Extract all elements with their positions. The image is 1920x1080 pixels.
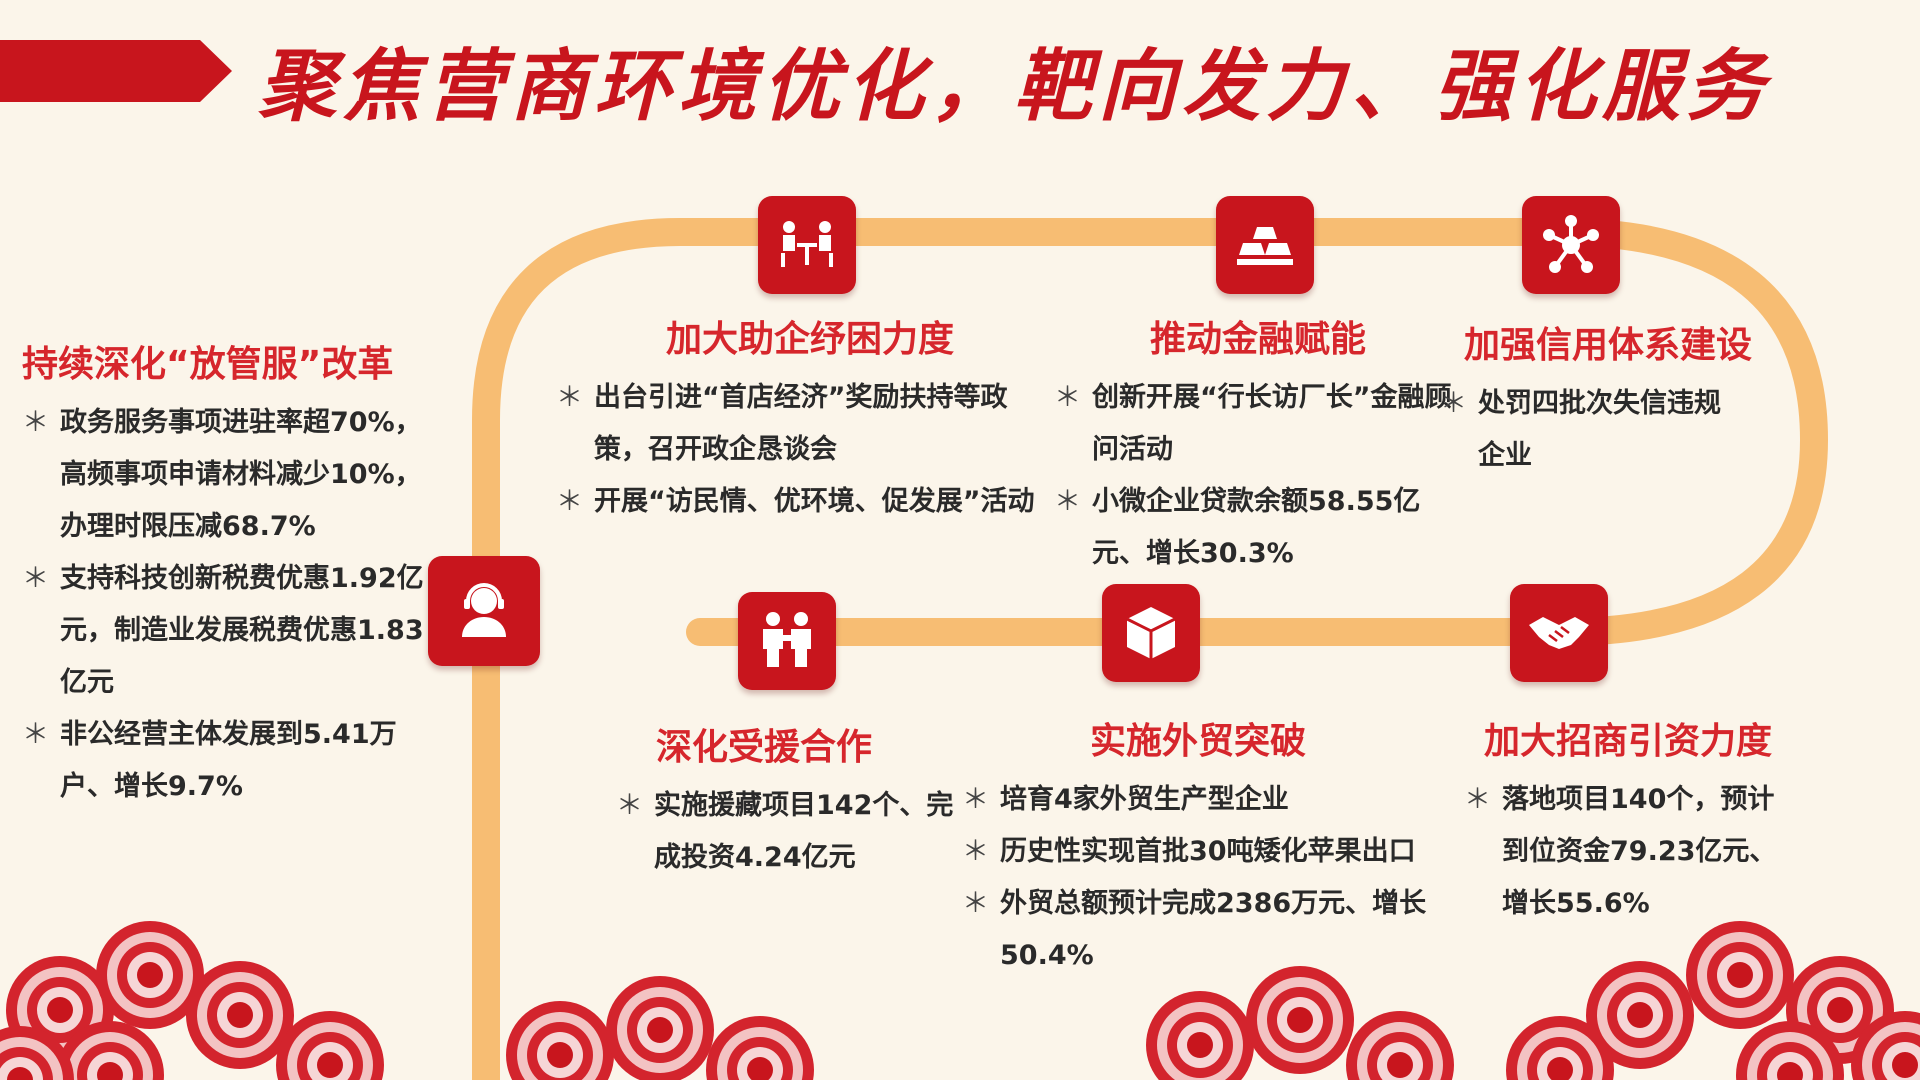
section-title: 深化受援合作 xyxy=(656,727,873,768)
list-item: ＊落地项目140个，预计到位资金79.23亿元、增长55.6% xyxy=(1464,784,1777,919)
handshake-icon xyxy=(1510,584,1608,682)
section-credit: 加强信用体系建设 ＊处罚四批次失信违规企业 xyxy=(1440,316,1753,482)
decorative-clouds-center xyxy=(506,966,1454,1080)
section-finance: 推动金融赋能 ＊创新开展“行长访厂长”金融顾问活动 ＊小微企业贷款余额58.55… xyxy=(1054,310,1454,580)
list-item: ＊非公经营主体发展到5.41万户、增长9.7% xyxy=(22,719,397,802)
customer-service-icon xyxy=(428,556,540,666)
section-aid-cooperation: 深化受援合作 ＊实施援藏项目142个、完成投资4.24亿元 xyxy=(616,718,956,884)
section-title: 推动金融赋能 xyxy=(1150,319,1367,360)
page-title: 聚焦营商环境优化，靶向发力、强化服务 xyxy=(258,41,1771,132)
section-investment: 加大招商引资力度 ＊落地项目140个，预计到位资金79.23亿元、增长55.6% xyxy=(1464,712,1794,930)
list-item: ＊外贸总额预计完成2386万元、增长50.4% xyxy=(962,888,1427,971)
list-item: ＊支持科技创新税费优惠1.92亿元，制造业发展税费优惠1.83亿元 xyxy=(22,563,424,698)
network-icon xyxy=(1522,196,1620,294)
section-foreign-trade: 实施外贸突破 ＊培育4家外贸生产型企业 ＊历史性实现首批30吨矮化苹果出口 ＊外… xyxy=(962,712,1452,982)
roadmap-path xyxy=(472,218,1828,1080)
list-item: ＊培育4家外贸生产型企业 xyxy=(962,784,1289,815)
package-box-icon xyxy=(1102,584,1200,682)
section-title: 加大招商引资力度 xyxy=(1484,721,1773,762)
decorative-clouds-right xyxy=(1506,921,1920,1080)
title-arrow-banner xyxy=(0,40,232,102)
gold-bars-icon xyxy=(1216,196,1314,294)
list-item: ＊小微企业贷款余额58.55亿元、增长30.3% xyxy=(1054,486,1421,569)
list-item: ＊历史性实现首批30吨矮化苹果出口 xyxy=(962,836,1416,867)
list-item: ＊开展“访民情、优环境、促发展”活动 xyxy=(556,486,1035,517)
section-enterprise-relief: 加大助企纾困力度 ＊出台引进“首店经济”奖励扶持等政策，召开政企恳谈会 ＊开展“… xyxy=(556,310,1046,528)
section-reform: 持续深化“放管服”改革 ＊政务服务事项进驻率超70%，高频事项申请材料减少10%… xyxy=(22,335,442,813)
list-item: ＊处罚四批次失信违规企业 xyxy=(1440,388,1721,471)
decorative-clouds-left xyxy=(0,921,384,1080)
section-title: 持续深化“放管服”改革 xyxy=(22,344,394,385)
list-item: ＊创新开展“行长访厂长”金融顾问活动 xyxy=(1054,382,1452,465)
partnership-icon xyxy=(738,592,836,690)
section-title: 实施外贸突破 xyxy=(1090,721,1307,762)
list-item: ＊政务服务事项进驻率超70%，高频事项申请材料减少10%，办理时限压减68.7% xyxy=(22,407,422,542)
section-title: 加强信用体系建设 xyxy=(1464,325,1753,366)
meeting-icon xyxy=(758,196,856,294)
list-item: ＊出台引进“首店经济”奖励扶持等政策，召开政企恳谈会 xyxy=(556,382,1008,465)
section-title: 加大助企纾困力度 xyxy=(666,319,955,360)
list-item: ＊实施援藏项目142个、完成投资4.24亿元 xyxy=(616,790,954,873)
